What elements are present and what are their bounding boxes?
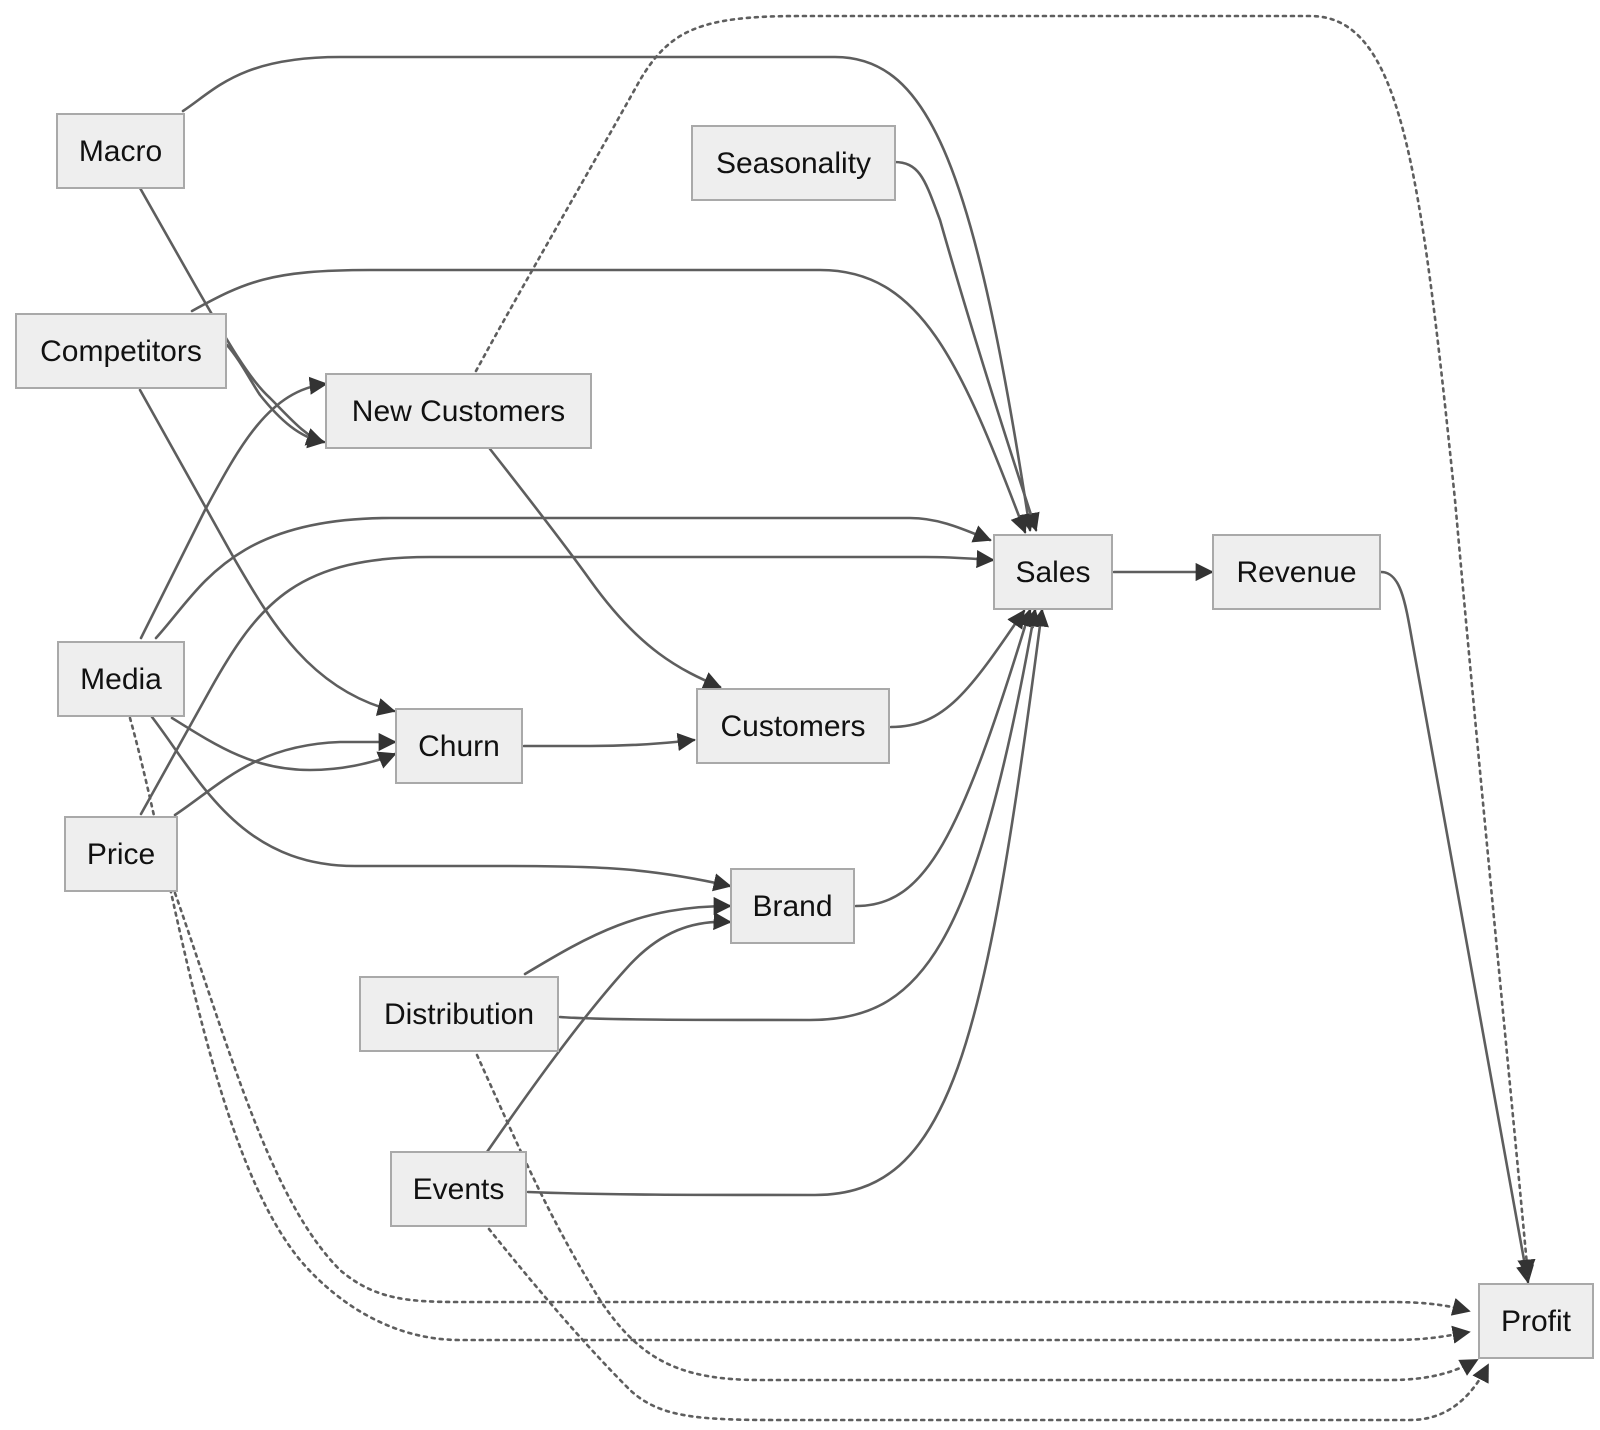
node-price: Price <box>64 816 178 892</box>
edge-competitors-to-churn <box>138 388 396 716</box>
node-competitors-label: Competitors <box>40 334 202 368</box>
edge-new-customers-to-customers <box>488 447 722 689</box>
edge-events-to-profit <box>487 1227 1490 1422</box>
edge-distribution-to-sales <box>558 608 1042 1022</box>
edge-price-to-sales <box>139 550 995 816</box>
node-competitors: Competitors <box>15 313 227 389</box>
node-seasonality: Seasonality <box>691 125 896 201</box>
edge-events-to-sales <box>526 608 1049 1197</box>
node-distribution-label: Distribution <box>383 997 535 1031</box>
edge-media-to-churn <box>170 716 397 772</box>
node-profit: Profit <box>1478 1283 1594 1359</box>
edge-media-to-new-customers <box>139 376 328 640</box>
node-macro-label: Macro <box>78 134 163 168</box>
edge-new-customers-to-profit <box>474 14 1536 1278</box>
node-new-customers: New Customers <box>325 373 592 449</box>
node-revenue: Revenue <box>1212 534 1381 610</box>
node-customers: Customers <box>696 688 890 764</box>
node-brand: Brand <box>730 868 855 944</box>
edge-media-to-sales <box>154 516 992 640</box>
node-churn-label: Churn <box>418 729 500 763</box>
node-distribution: Distribution <box>359 976 559 1052</box>
edge-brand-to-sales <box>854 608 1034 908</box>
node-sales-label: Sales <box>1015 555 1091 589</box>
edge-revenue-to-profit <box>1379 570 1535 1284</box>
edge-distribution-to-profit <box>475 1053 1479 1382</box>
edge-churn-to-customers <box>522 732 696 751</box>
edge-macro-to-sales <box>181 55 1037 532</box>
node-price-label: Price <box>86 837 156 871</box>
edge-price-to-profit <box>173 891 1471 1316</box>
node-sales: Sales <box>993 534 1113 610</box>
node-seasonality-label: Seasonality <box>715 146 872 180</box>
edge-media-to-profit <box>128 716 1471 1344</box>
node-brand-label: Brand <box>752 889 833 923</box>
edge-competitors-to-sales <box>190 268 1028 534</box>
node-revenue-label: Revenue <box>1236 555 1357 589</box>
node-profit-label: Profit <box>1500 1304 1572 1338</box>
node-events-label: Events <box>412 1172 505 1206</box>
node-macro: Macro <box>56 113 185 189</box>
edge-seasonality-to-sales <box>892 160 1040 532</box>
edge-media-to-brand <box>150 715 732 892</box>
node-events: Events <box>390 1151 527 1227</box>
edge-customers-to-sales <box>889 609 1026 729</box>
node-media: Media <box>57 641 185 717</box>
edge-price-to-churn <box>173 732 397 817</box>
node-customers-label: Customers <box>720 709 866 743</box>
edge-events-to-brand <box>485 911 732 1154</box>
node-new-customers-label: New Customers <box>351 394 566 428</box>
edge-competitors-to-new-customers <box>225 343 326 449</box>
node-churn: Churn <box>395 708 523 784</box>
edge-distribution-to-brand <box>523 896 732 976</box>
node-media-label: Media <box>80 662 162 696</box>
